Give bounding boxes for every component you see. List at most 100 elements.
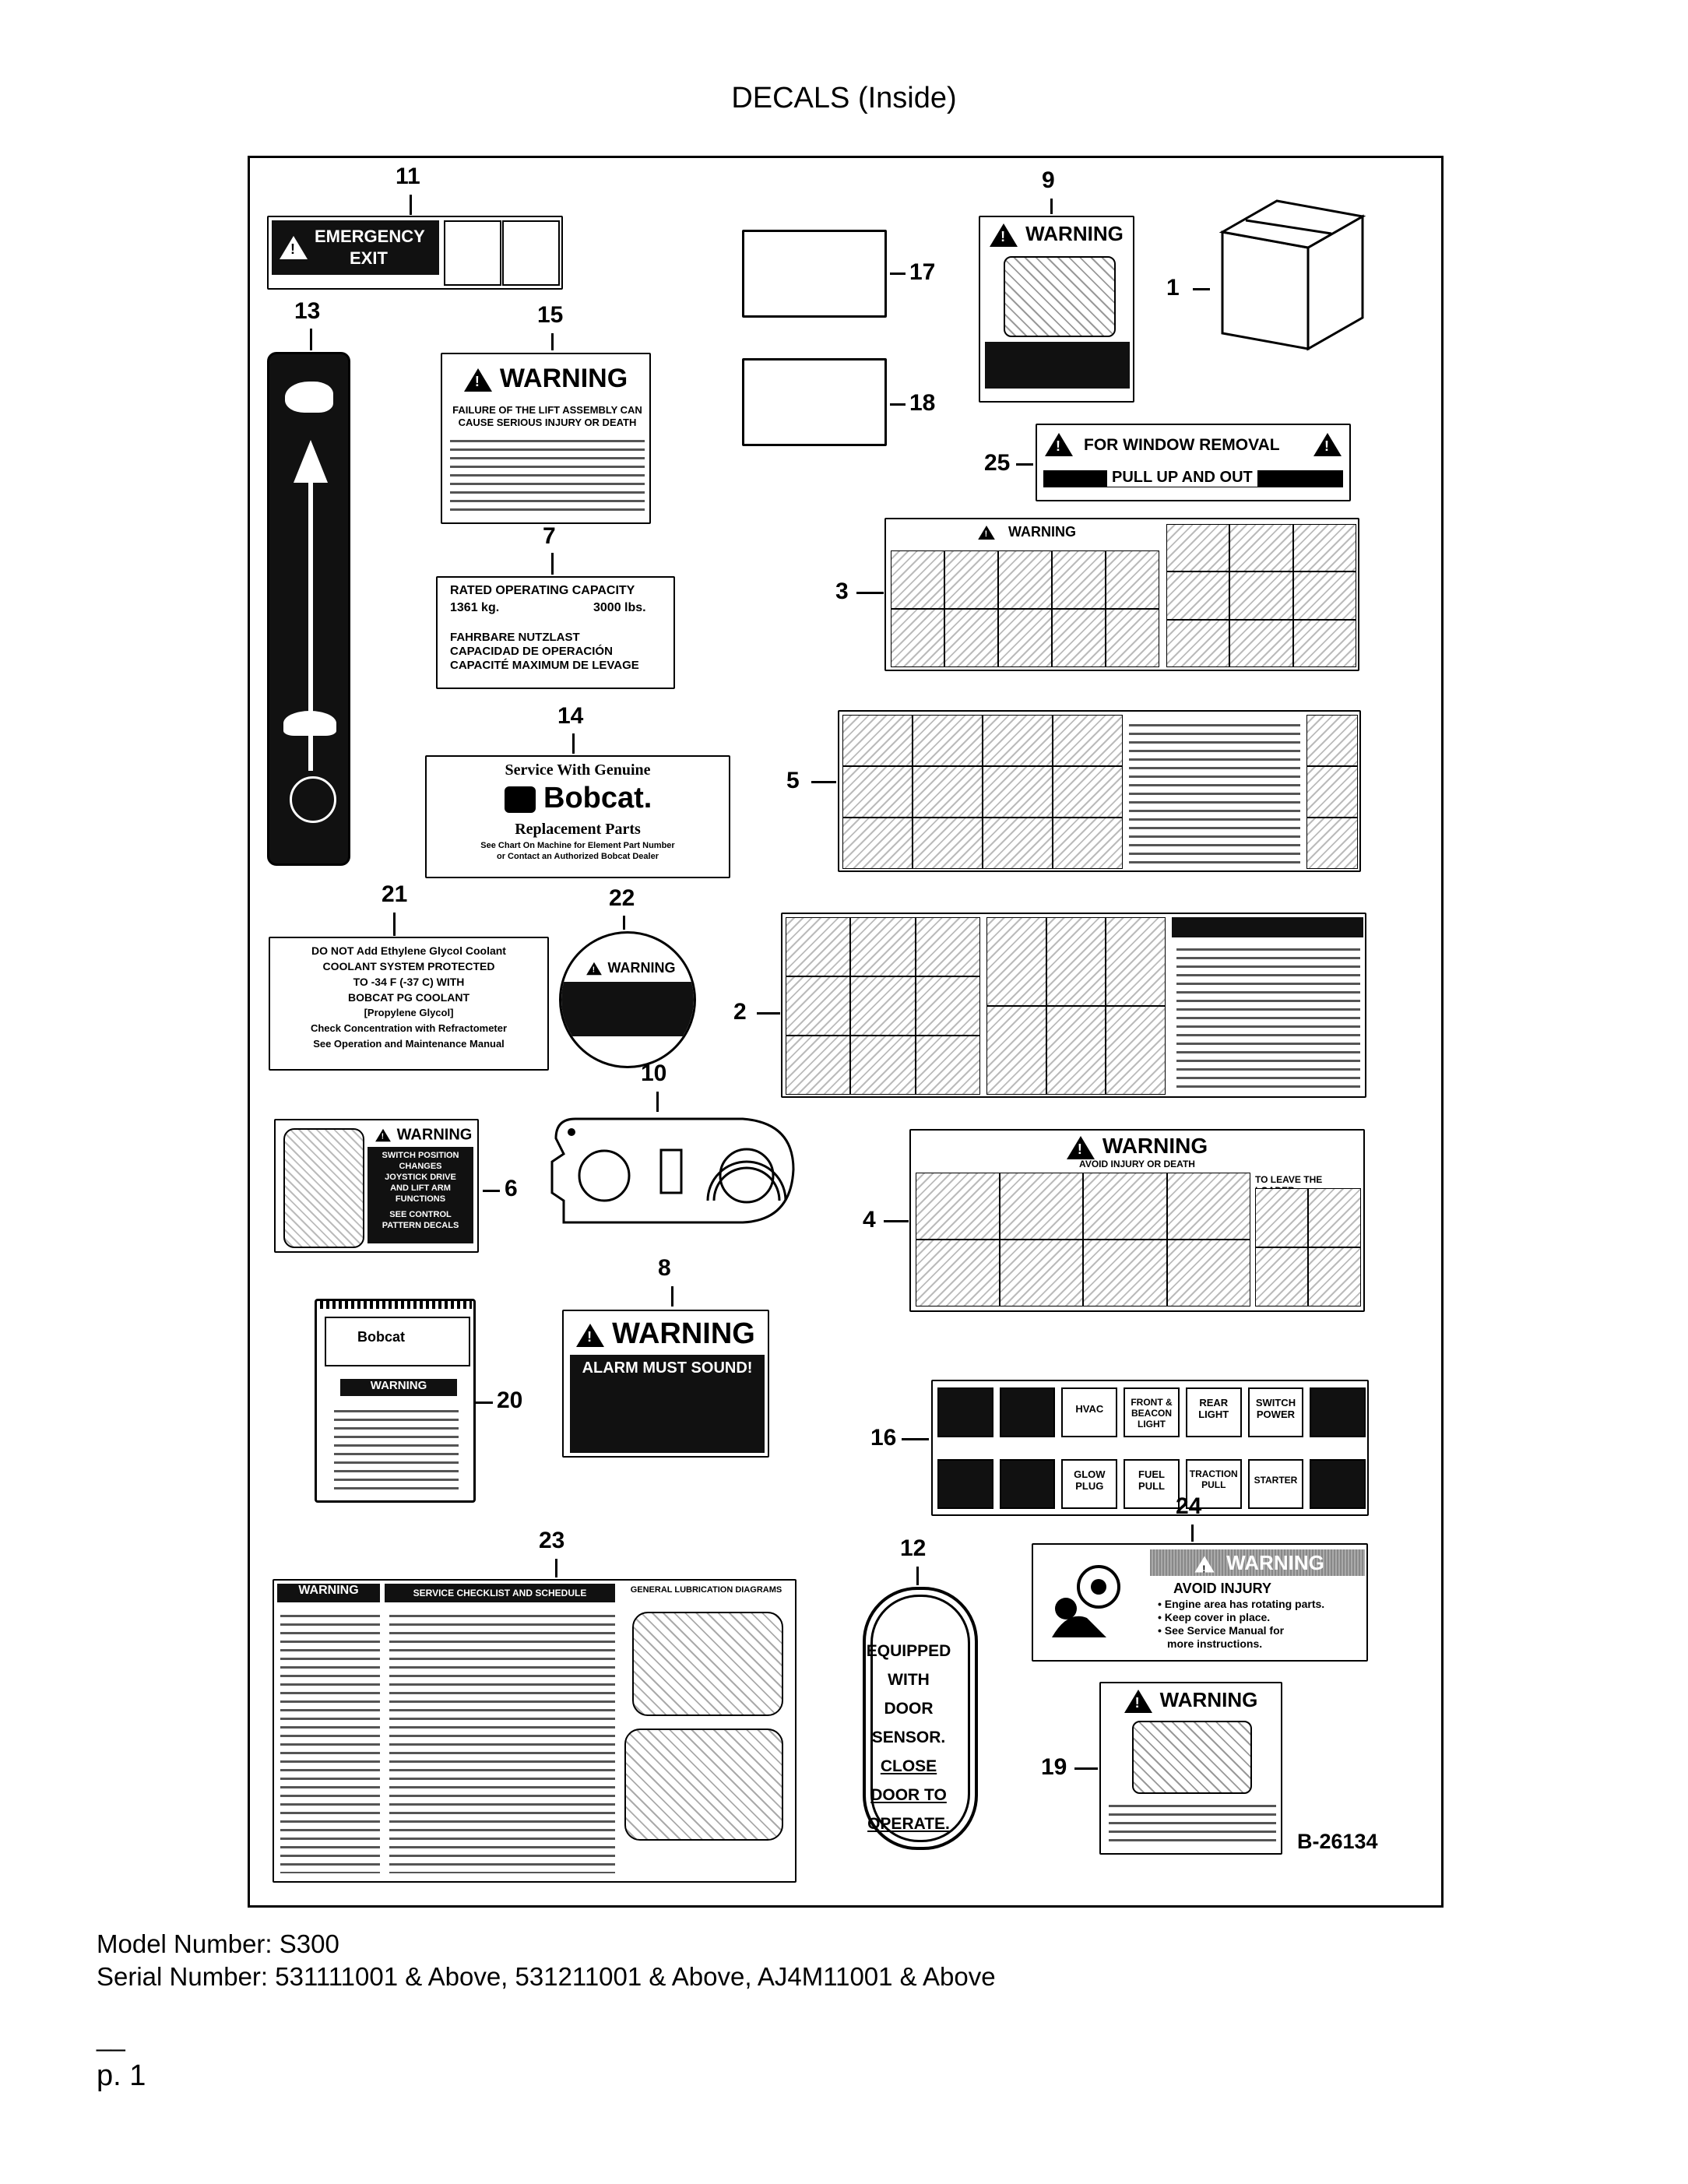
coolant-text: COOLANT SYSTEM PROTECTED xyxy=(322,960,495,972)
warning-subheading: AVOID INJURY OR DEATH xyxy=(1079,1159,1195,1169)
switch-labels-decal-16: HVAC FRONT & BEACON LIGHT REAR LIGHT SWI… xyxy=(931,1380,1369,1516)
door-text: CLOSE xyxy=(880,1757,937,1775)
warning-triangle-icon xyxy=(1194,1556,1215,1578)
warning-heading: WARNING xyxy=(607,959,676,976)
switch-panel-decal-10 xyxy=(548,1115,797,1226)
switch-labels-row-1: HVAC FRONT & BEACON LIGHT REAR LIGHT SWI… xyxy=(937,1387,1366,1437)
leader-line xyxy=(410,195,412,215)
door-text: SENSOR. xyxy=(871,1729,946,1746)
warning-triangle-icon xyxy=(978,526,995,540)
leader-line xyxy=(811,781,836,783)
control-decal-2 xyxy=(781,913,1366,1098)
bullet-text: Keep cover in place. xyxy=(1164,1611,1271,1623)
warning-text: AND LIFT ARM xyxy=(390,1183,451,1193)
callout-13: 13 xyxy=(294,298,321,324)
switch-label-rear-light: REAR LIGHT xyxy=(1185,1387,1242,1437)
bobcat-brand: Bobcat. xyxy=(543,782,652,814)
switch-label-fuel-pull: FUEL PULL xyxy=(1124,1459,1180,1509)
warning-text: JOYSTICK DRIVE xyxy=(385,1173,456,1182)
loader-pictogram xyxy=(1132,1721,1252,1794)
warning-text: FAILURE OF THE LIFT ASSEMBLY CAN xyxy=(452,404,642,416)
leader-line xyxy=(1016,463,1033,466)
coolant-text: DO NOT Add Ethylene Glycol Coolant xyxy=(311,944,506,957)
page-title: DECALS (Inside) xyxy=(731,82,957,114)
pull-up-and-out: PULL UP AND OUT xyxy=(1107,469,1257,487)
warning-text: FUNCTIONS xyxy=(395,1194,446,1204)
callout-7: 7 xyxy=(543,523,556,549)
bullet-text: Engine area has rotating parts. xyxy=(1164,1598,1325,1610)
instructions-text xyxy=(1176,942,1360,1090)
warning-triangle-icon xyxy=(1045,433,1073,456)
warning-decal-19: WARNING xyxy=(1099,1682,1282,1855)
leader-line xyxy=(551,553,554,575)
warning-triangle-icon xyxy=(1313,433,1342,456)
emergency-exit-banner: EMERGENCY EXIT xyxy=(272,220,439,275)
warning-heading: WARNING xyxy=(340,1379,457,1396)
control-pattern-decal-5 xyxy=(838,710,1361,872)
warning-triangle-icon xyxy=(990,223,1018,248)
avoid-injury-heading: AVOID INJURY xyxy=(1173,1581,1272,1596)
fine-print xyxy=(450,434,645,512)
leader-line xyxy=(671,1286,673,1307)
callout-17: 17 xyxy=(909,259,936,285)
callout-12: 12 xyxy=(900,1535,927,1561)
callout-5: 5 xyxy=(786,768,800,793)
callout-1: 1 xyxy=(1166,275,1180,301)
warning-heading: WARNING xyxy=(1226,1551,1324,1574)
callout-16: 16 xyxy=(870,1425,897,1451)
switch-label-hvac: HVAC xyxy=(1061,1387,1118,1437)
warning-text xyxy=(280,1609,380,1873)
leader-line xyxy=(902,1438,929,1440)
callout-21: 21 xyxy=(382,881,408,907)
leader-line xyxy=(1191,1525,1194,1542)
switch-label-glow-plug: GLOW PLUG xyxy=(1061,1459,1118,1509)
leader-line xyxy=(1074,1767,1098,1770)
leader-line xyxy=(856,592,884,594)
door-sensor-decal-12: EQUIPPED WITH DOOR SENSOR. CLOSE DOOR TO… xyxy=(863,1587,978,1850)
switch-label-front-light: FRONT & BEACON LIGHT xyxy=(1124,1387,1180,1437)
warning-text: SEE CONTROL xyxy=(389,1210,452,1219)
switch-label-starter: STARTER xyxy=(1247,1459,1304,1509)
emergency-exit-decal: EMERGENCY EXIT xyxy=(267,216,563,290)
instructions-header xyxy=(1172,917,1363,937)
leave-loader-pictograms xyxy=(1255,1188,1361,1307)
warning-text-block: ALARM MUST SOUND! xyxy=(570,1355,765,1453)
callout-14: 14 xyxy=(557,703,584,729)
coolant-text: Check Concentration with Refractometer xyxy=(310,1022,508,1034)
warning-text: PATTERN DECALS xyxy=(382,1221,459,1230)
bullet-text: more instructions. xyxy=(1167,1637,1263,1650)
warning-triangle-icon xyxy=(576,1323,605,1347)
warning-triangle-icon xyxy=(375,1128,391,1142)
callout-3: 3 xyxy=(835,579,849,604)
pictogram-column xyxy=(1306,715,1358,869)
callout-23: 23 xyxy=(539,1528,565,1553)
leader-line xyxy=(916,1567,919,1585)
warning-text-block xyxy=(561,982,694,1036)
arrow-up-icon xyxy=(294,440,328,483)
warning-text-block: SWITCH POSITION CHANGES JOYSTICK DRIVE A… xyxy=(367,1147,473,1243)
switch-pictogram xyxy=(283,1128,364,1248)
exit-text: EXIT xyxy=(350,248,388,268)
callout-2: 2 xyxy=(733,999,747,1025)
warning-text-block xyxy=(985,342,1130,389)
warning-heading: WARNING xyxy=(1159,1688,1258,1711)
coolant-text: BOBCAT PG COOLANT xyxy=(347,991,470,1004)
switch-label xyxy=(1310,1387,1366,1437)
loader-pictogram xyxy=(1004,256,1116,337)
avoid-injury-decal-24: WARNING AVOID INJURY • Engine area has r… xyxy=(1032,1543,1368,1662)
capacity-french: CAPACITÉ MAXIMUM DE LEVAGE xyxy=(450,659,639,672)
warning-decal-3: WARNING xyxy=(884,518,1359,671)
warning-text xyxy=(1109,1799,1276,1847)
warning-triangle-icon xyxy=(280,236,308,259)
leader-line xyxy=(890,403,906,406)
safety-pictogram-grid xyxy=(916,1173,1250,1307)
checklist-title: SERVICE CHECKLIST AND SCHEDULE xyxy=(385,1584,615,1602)
switch-label-switch-power: SWITCH POWER xyxy=(1247,1387,1304,1437)
service-checklist-decal-23: WARNING SERVICE CHECKLIST AND SCHEDULE G… xyxy=(273,1579,797,1883)
warning-heading: WARNING xyxy=(277,1584,380,1602)
leader-line xyxy=(890,273,906,275)
window-removal-decal-25: FOR WINDOW REMOVAL PULL UP AND OUT xyxy=(1036,424,1351,501)
coolant-text: TO -34 F (-37 C) WITH xyxy=(353,976,465,988)
capacity-spanish: CAPACIDAD DE OPERACIÓN xyxy=(450,645,613,658)
callout-20: 20 xyxy=(497,1387,523,1413)
